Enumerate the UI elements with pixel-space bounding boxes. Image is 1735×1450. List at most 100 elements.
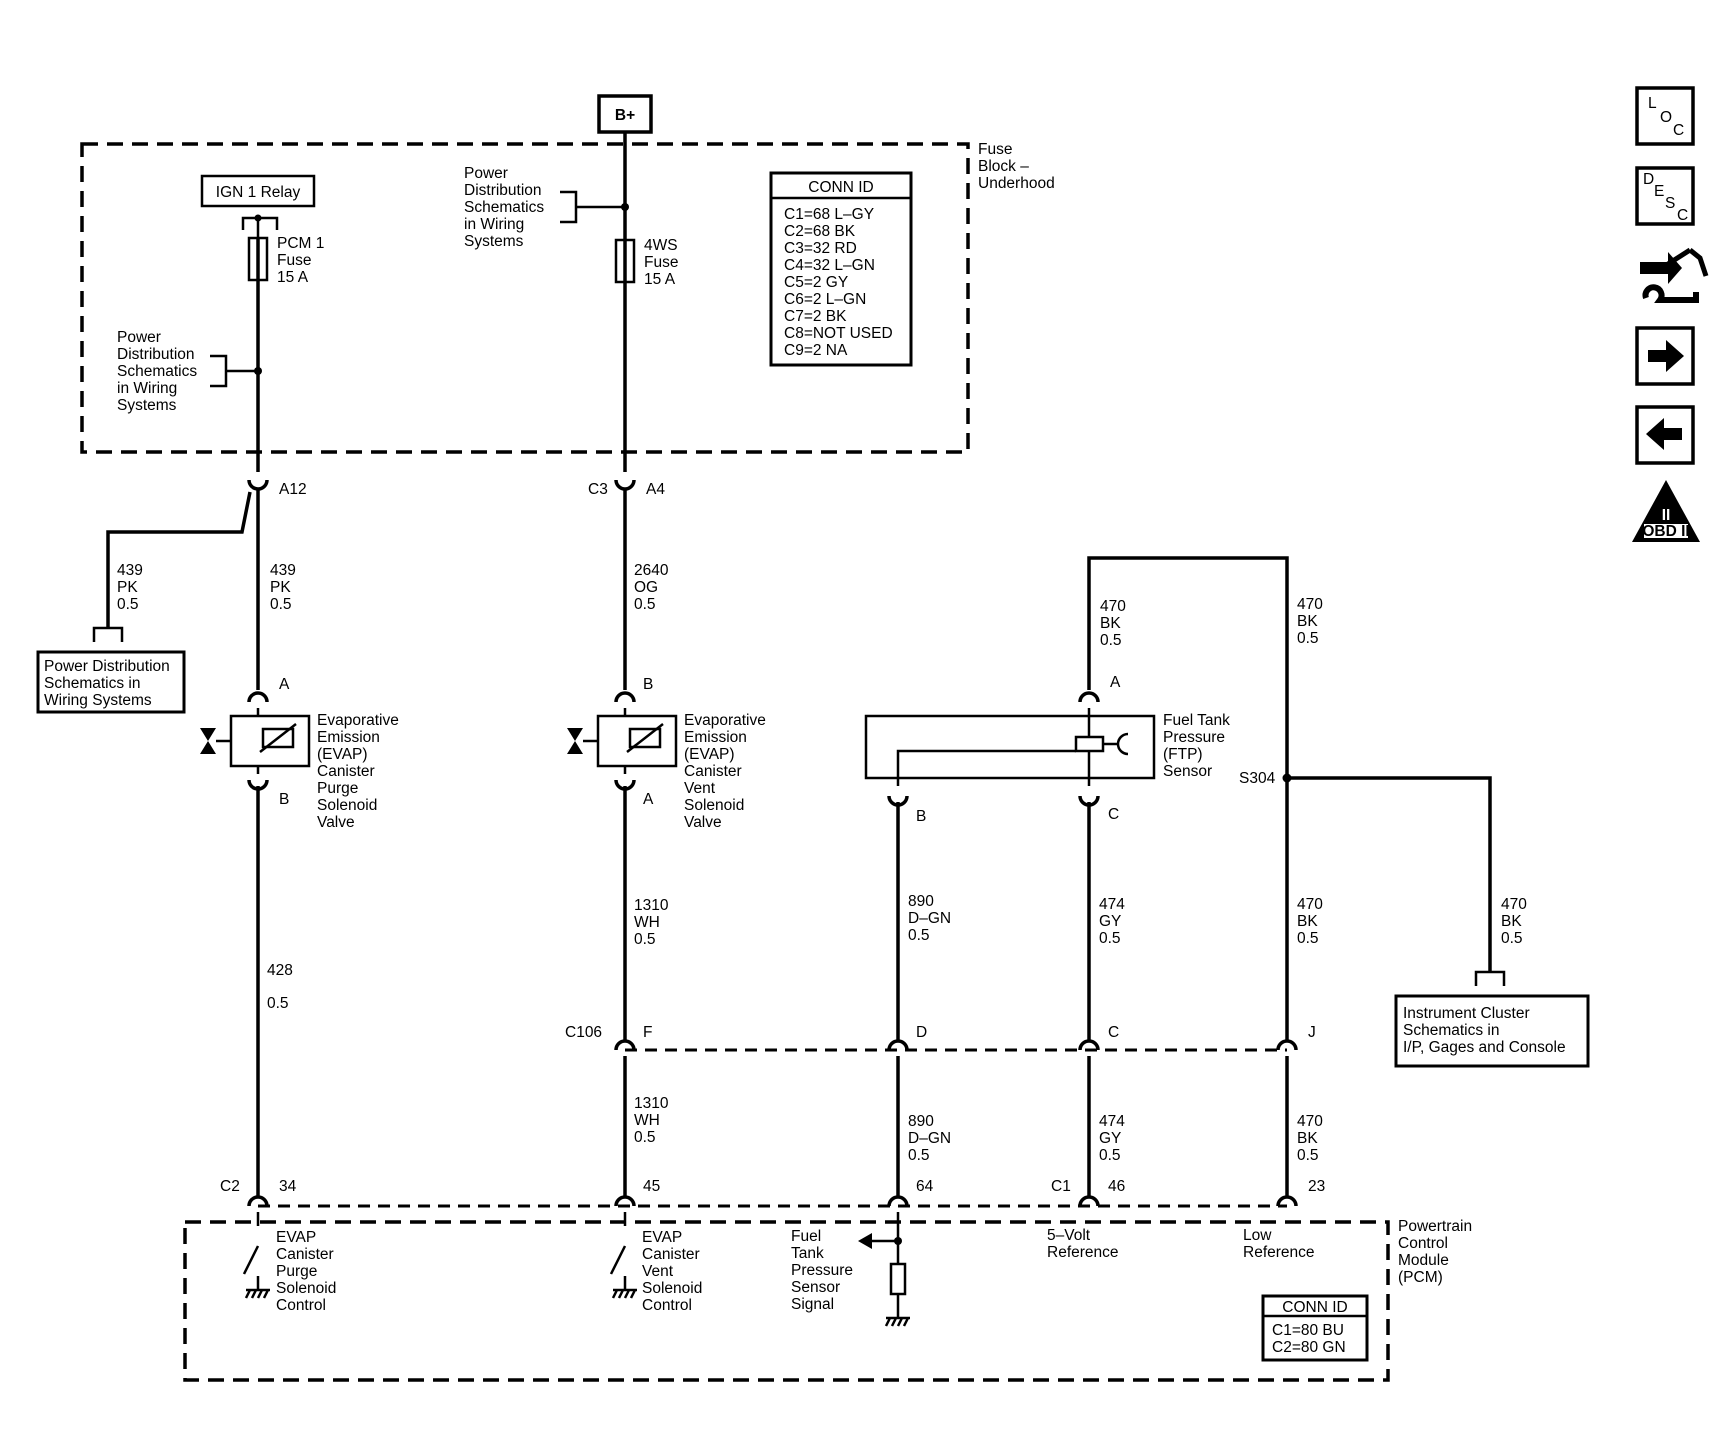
- wire-439-left-label: 439 PK 0.5: [117, 562, 143, 613]
- svg-text:474: 474: [1099, 1113, 1125, 1130]
- evap-vent-solenoid-valve: [596, 714, 678, 768]
- connector-a12: [247, 479, 269, 491]
- svg-text:Evaporative: Evaporative: [317, 712, 399, 729]
- svg-text:Vent: Vent: [684, 780, 716, 797]
- svg-text:B: B: [279, 791, 289, 808]
- svg-text:Sensor: Sensor: [791, 1279, 840, 1296]
- svg-text:C8=NOT USED: C8=NOT USED: [784, 325, 893, 342]
- svg-text:Purge: Purge: [317, 780, 358, 797]
- svg-text:Emission: Emission: [317, 729, 380, 746]
- ign1-relay-box: [200, 174, 316, 208]
- svg-text:4WS: 4WS: [644, 237, 678, 254]
- svg-text:S304: S304: [1239, 770, 1276, 787]
- svg-text:34: 34: [279, 1178, 297, 1195]
- svg-text:(PCM): (PCM): [1398, 1269, 1443, 1286]
- svg-text:Schematics in: Schematics in: [44, 675, 140, 692]
- svg-text:A: A: [643, 791, 654, 808]
- svg-text:in Wiring: in Wiring: [117, 380, 177, 397]
- valve-symbol-vent: [567, 728, 583, 754]
- fuse-block-outline: [80, 142, 970, 454]
- svg-text:0.5: 0.5: [634, 931, 656, 948]
- svg-text:45: 45: [643, 1178, 660, 1195]
- purge-control-ground: [244, 1288, 270, 1299]
- svg-text:0.5: 0.5: [908, 927, 930, 944]
- svg-text:1310: 1310: [634, 1095, 669, 1112]
- svg-text:Canister: Canister: [684, 763, 742, 780]
- previous-arrow-icon[interactable]: [1635, 405, 1695, 465]
- svg-text:Fuel: Fuel: [791, 1228, 821, 1245]
- svg-text:OBD II: OBD II: [1642, 523, 1689, 540]
- svg-text:15 A: 15 A: [277, 269, 309, 286]
- svg-text:439: 439: [270, 562, 296, 579]
- svg-text:S: S: [1665, 195, 1675, 212]
- instrument-cluster-box-text: Instrument Cluster Schematics in I/P, Ga…: [1403, 1005, 1566, 1056]
- svg-text:BK: BK: [1297, 1130, 1318, 1147]
- ign1-relay-label: IGN 1 Relay: [216, 184, 301, 201]
- svg-text:C2=68 BK: C2=68 BK: [784, 223, 856, 240]
- svg-text:Schematics in: Schematics in: [1403, 1022, 1499, 1039]
- svg-text:GY: GY: [1099, 913, 1121, 930]
- svg-text:Systems: Systems: [464, 233, 524, 250]
- wire-470-top-right-label: 470 BK 0.5: [1297, 596, 1323, 647]
- svg-text:Distribution: Distribution: [117, 346, 195, 363]
- svg-text:46: 46: [1108, 1178, 1125, 1195]
- svg-text:Fuse: Fuse: [978, 141, 1012, 158]
- svg-text:Tank: Tank: [791, 1245, 824, 1262]
- pcm-connector-pins: [247, 1195, 1298, 1207]
- wire-439-label: 439 PK 0.5: [270, 562, 296, 613]
- svg-text:470: 470: [1501, 896, 1527, 913]
- svg-text:0.5: 0.5: [267, 995, 289, 1012]
- svg-text:BK: BK: [1100, 615, 1121, 632]
- svg-text:Sensor: Sensor: [1163, 763, 1212, 780]
- svg-text:A: A: [1110, 674, 1121, 691]
- ftp-signal-resistor: [889, 1262, 907, 1296]
- svg-text:890: 890: [908, 893, 934, 910]
- svg-text:1310: 1310: [634, 897, 669, 914]
- svg-text:23: 23: [1308, 1178, 1325, 1195]
- wire-470-lower-label: 470 BK 0.5: [1297, 1113, 1323, 1164]
- description-icon[interactable]: D E S C: [1635, 166, 1695, 226]
- svg-text:Block –: Block –: [978, 158, 1029, 175]
- svg-text:0.5: 0.5: [1099, 930, 1121, 947]
- svg-text:Distribution: Distribution: [464, 182, 542, 199]
- pcm-conn-id-rows: C1=80 BU C2=80 GN: [1272, 1322, 1346, 1356]
- svg-text:A12: A12: [279, 481, 307, 498]
- valve-symbol-purge: [200, 728, 216, 754]
- fuse-block-conn-id-table: [769, 171, 913, 367]
- next-arrow-icon[interactable]: [1635, 326, 1695, 386]
- ftp-signal-label: Fuel Tank Pressure Sensor Signal: [791, 1228, 853, 1313]
- svg-text:0.5: 0.5: [634, 596, 656, 613]
- svg-text:L: L: [1648, 95, 1657, 112]
- svg-text:890: 890: [908, 1113, 934, 1130]
- svg-text:D–GN: D–GN: [908, 1130, 951, 1147]
- svg-text:5–Volt: 5–Volt: [1047, 1227, 1091, 1244]
- connector-tool-icon[interactable]: [1640, 247, 1709, 303]
- svg-text:A: A: [279, 676, 290, 693]
- obd-ii-icon[interactable]: II OBD II: [1632, 480, 1700, 542]
- svg-text:Pressure: Pressure: [791, 1262, 853, 1279]
- svg-text:Emission: Emission: [684, 729, 747, 746]
- svg-text:Power: Power: [117, 329, 161, 346]
- svg-text:A4: A4: [646, 481, 665, 498]
- ftp-sensor-label: Fuel Tank Pressure (FTP) Sensor: [1163, 712, 1230, 780]
- svg-text:D–GN: D–GN: [908, 910, 951, 927]
- evap-purge-valve-label: Evaporative Emission (EVAP) Canister Pur…: [317, 712, 399, 831]
- svg-text:C: C: [1108, 806, 1119, 823]
- svg-text:Evaporative: Evaporative: [684, 712, 766, 729]
- svg-text:Low: Low: [1243, 1227, 1272, 1244]
- svg-text:EVAP: EVAP: [642, 1229, 682, 1246]
- svg-text:0.5: 0.5: [634, 1129, 656, 1146]
- svg-text:O: O: [1660, 109, 1672, 126]
- location-icon[interactable]: L O C: [1635, 86, 1695, 146]
- pcm1-fuse-label: PCM 1 Fuse 15 A: [277, 235, 324, 286]
- svg-text:470: 470: [1297, 1113, 1323, 1130]
- svg-text:Reference: Reference: [1047, 1244, 1119, 1261]
- svg-text:Powertrain: Powertrain: [1398, 1218, 1472, 1235]
- svg-text:Valve: Valve: [317, 814, 355, 831]
- svg-text:PK: PK: [117, 579, 138, 596]
- svg-text:WH: WH: [634, 914, 660, 931]
- svg-text:Signal: Signal: [791, 1296, 834, 1313]
- svg-text:II: II: [1662, 507, 1671, 524]
- svg-text:Valve: Valve: [684, 814, 722, 831]
- svg-text:(FTP): (FTP): [1163, 746, 1203, 763]
